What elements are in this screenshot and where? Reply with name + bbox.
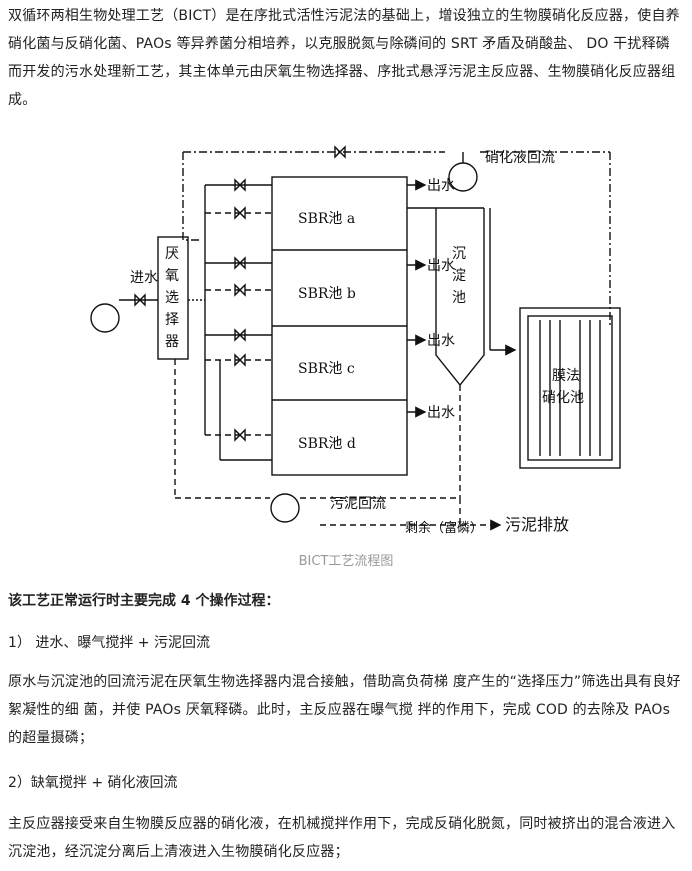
sbr-a-label: SBR池 a (298, 211, 355, 227)
nitrate-return-label: 硝化液回流 (485, 150, 555, 166)
outlet-b-label: 出水 (427, 258, 455, 274)
inlet-label: 进水 (130, 270, 158, 286)
sbr-c-label: SBR池 c (298, 361, 355, 377)
settler-label: 沉淀池 (452, 246, 466, 306)
sbr-b-label: SBR池 b (298, 286, 356, 302)
step2-title: 2）缺氧搅拌 + 硝化液回流 (8, 775, 178, 791)
outlet-a-label: 出水 (427, 178, 455, 194)
step1-title: 1） 进水、曝气搅拌 + 污泥回流 (8, 635, 210, 651)
discharge-label: 污泥排放 (505, 515, 569, 534)
outlet-d-label: 出水 (427, 405, 455, 421)
section-heading: 该工艺正常运行时主要完成 4 个操作过程： (8, 593, 280, 609)
figure-caption: BICT工艺流程图 (298, 554, 394, 569)
bict-process-diagram: 进水 厌氧选择器 SBR池 a SBR池 b SBR池 c SBR池 d 出水 … (90, 145, 621, 536)
sbr-d-label: SBR池 d (298, 436, 356, 452)
membrane-label: 膜法硝化池 (542, 368, 584, 406)
selector-label: 厌氧选择器 (165, 246, 179, 350)
outlet-c-label: 出水 (427, 333, 455, 349)
surplus-label: 剩余（富磷） (405, 520, 483, 536)
intro-paragraph: 双循环两相生物处理工艺（BICT）是在序批式活性污泥法的基础上，增设独立的生物膜… (8, 8, 680, 108)
sludge-return-label: 污泥回流 (330, 496, 386, 512)
step2-text: 主反应器接受来自生物膜反应器的硝化液，在机械搅拌作用下，完成反硝化脱氮，同时被挤… (8, 816, 676, 860)
step1-text: 原水与沉淀池的回流污泥在厌氧生物选择器内混合接触，借助高负荷梯 度产生的“选择压… (8, 674, 681, 746)
